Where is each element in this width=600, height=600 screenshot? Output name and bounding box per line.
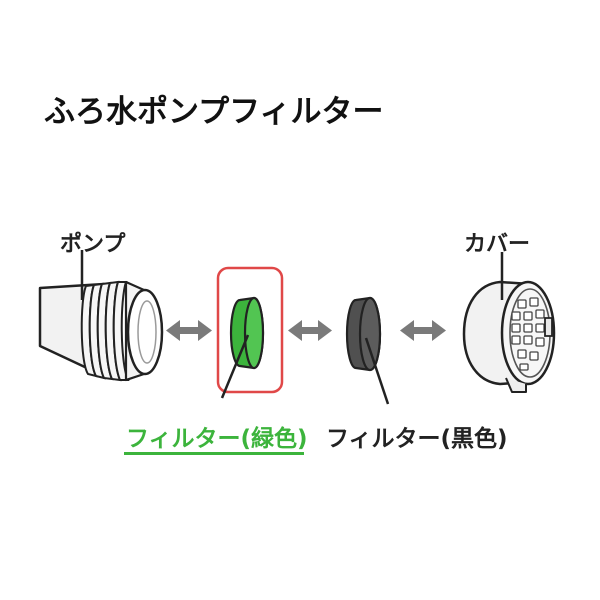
green-filter-label: フィルター(緑色) bbox=[126, 426, 308, 452]
cover-label: カバー bbox=[464, 232, 531, 257]
black-filter-label: フィルター(黒色) bbox=[326, 426, 508, 452]
pump-label: ポンプ bbox=[60, 232, 126, 257]
double-headed-arrow-icon bbox=[288, 320, 332, 341]
double-headed-arrow-icon bbox=[166, 320, 212, 341]
diagram-title: ふろ水ポンプフィルター bbox=[44, 94, 384, 130]
green-filter-label-underline bbox=[124, 452, 304, 455]
highlight-box bbox=[216, 266, 284, 394]
pump-illustration bbox=[38, 250, 164, 382]
cover-grille bbox=[511, 297, 545, 371]
black-filter-leader-line bbox=[364, 337, 390, 405]
green-filter-leader-line bbox=[220, 334, 250, 399]
cover-latch bbox=[505, 377, 527, 393]
cover-front-face bbox=[500, 280, 556, 386]
cover-illustration bbox=[462, 252, 556, 393]
pump-coupling-ribs bbox=[80, 280, 130, 382]
black-filter-group bbox=[345, 296, 390, 405]
double-headed-arrow-icon bbox=[400, 320, 446, 341]
green-filter-group bbox=[216, 266, 284, 399]
cover-clip bbox=[544, 317, 553, 337]
